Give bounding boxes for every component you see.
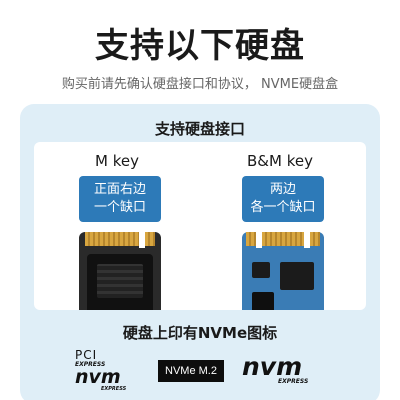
bm-key-callout-line2: 各一个缺口	[250, 200, 316, 215]
nvme-m2-text: NVMe M.2	[158, 360, 224, 382]
pci-nvm-express-text: EXPRESS	[101, 386, 127, 392]
section-title-interface: 支持硬盘接口	[154, 120, 245, 138]
m-key-callout: 正面右边 一个缺口	[79, 176, 161, 222]
bm-key-callout-line1: 两边	[269, 182, 296, 197]
pci-nvm-text: nvm	[75, 366, 121, 388]
section-title-nvme: 硬盘上印有NVMe图标	[122, 324, 278, 342]
m-key-gold-contacts	[85, 232, 139, 246]
heatsink-icon	[87, 254, 153, 310]
nvme-m2-logo: NVMe M.2	[158, 348, 224, 394]
pci-express-nvm-logo: PCI EXPRESS nvm EXPRESS	[75, 348, 145, 394]
bm-key-gold-left	[246, 232, 256, 246]
bm-key-gold-right	[310, 232, 320, 246]
pci-text: PCI	[75, 348, 98, 362]
chip-icon	[252, 262, 270, 278]
m-key-callout-line1: 正面右边	[93, 182, 146, 197]
memory-chip-icon	[252, 292, 274, 310]
page-title: 支持以下硬盘	[95, 26, 305, 66]
nvme-logos: PCI EXPRESS nvm EXPRESS NVMe M.2 nvm EXP…	[20, 348, 380, 398]
nvm-text: nvm	[242, 352, 303, 381]
m-key-callout-line2: 一个缺口	[93, 200, 146, 215]
m-key-gold-contacts-right	[145, 232, 155, 246]
key-type-card: M key B&M key 正面右边 一个缺口 两边 各一个缺口	[34, 142, 366, 310]
bm-key-label: B&M key	[247, 152, 313, 170]
bm-key-notch-right	[304, 232, 310, 248]
bm-key-gold-contacts	[262, 232, 304, 246]
page-subtitle: 购买前请先确认硬盘接口和协议， NVME硬盘盒	[61, 77, 339, 92]
info-panel: 支持硬盘接口 M key B&M key 正面右边 一个缺口 两边 各一个缺口	[20, 104, 380, 400]
m-key-label: M key	[95, 152, 139, 170]
m-key-notch	[139, 232, 145, 248]
controller-chip-icon	[280, 262, 314, 290]
bm-key-ssd-image	[242, 232, 324, 310]
bm-key-notch-left	[256, 232, 262, 248]
nvm-express-logo: nvm EXPRESS	[242, 348, 332, 394]
nvm-express-text: EXPRESS	[278, 378, 309, 385]
m-key-ssd-image	[79, 232, 161, 310]
pci-express-text: EXPRESS	[75, 361, 106, 368]
bm-key-callout: 两边 各一个缺口	[242, 176, 324, 222]
